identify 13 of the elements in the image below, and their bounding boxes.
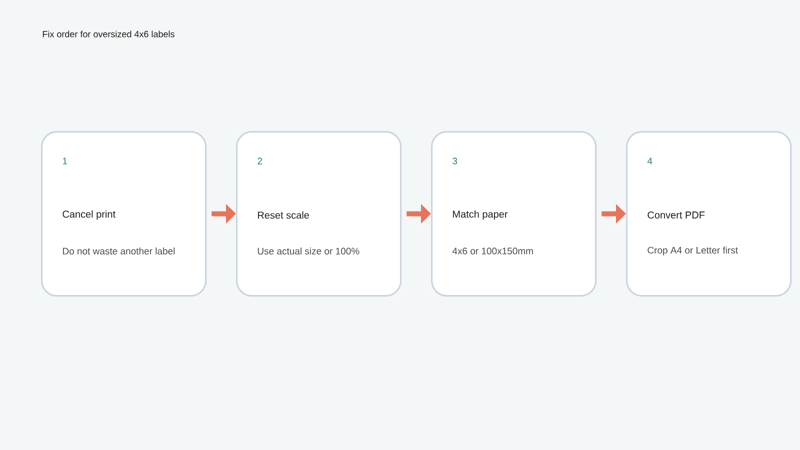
step-title: Reset scale	[258, 211, 309, 219]
step-number: 3	[452, 158, 458, 164]
step-number: 1	[62, 158, 68, 164]
step-title: Cancel print	[62, 210, 116, 220]
step-description: Crop A4 or Letter first	[648, 246, 738, 256]
step-number: 4	[647, 158, 652, 164]
diagram-title: Fix order for oversized 4x6 labels	[42, 30, 174, 38]
step-title: Match paper	[453, 210, 508, 220]
step-description: 4x6 or 100x150mm	[452, 248, 533, 254]
step-title: Convert PDF	[648, 211, 705, 219]
step-description: Do not waste another label	[62, 248, 175, 254]
step-number: 2	[258, 158, 262, 164]
step-description: Use actual size or 100%	[258, 248, 360, 254]
